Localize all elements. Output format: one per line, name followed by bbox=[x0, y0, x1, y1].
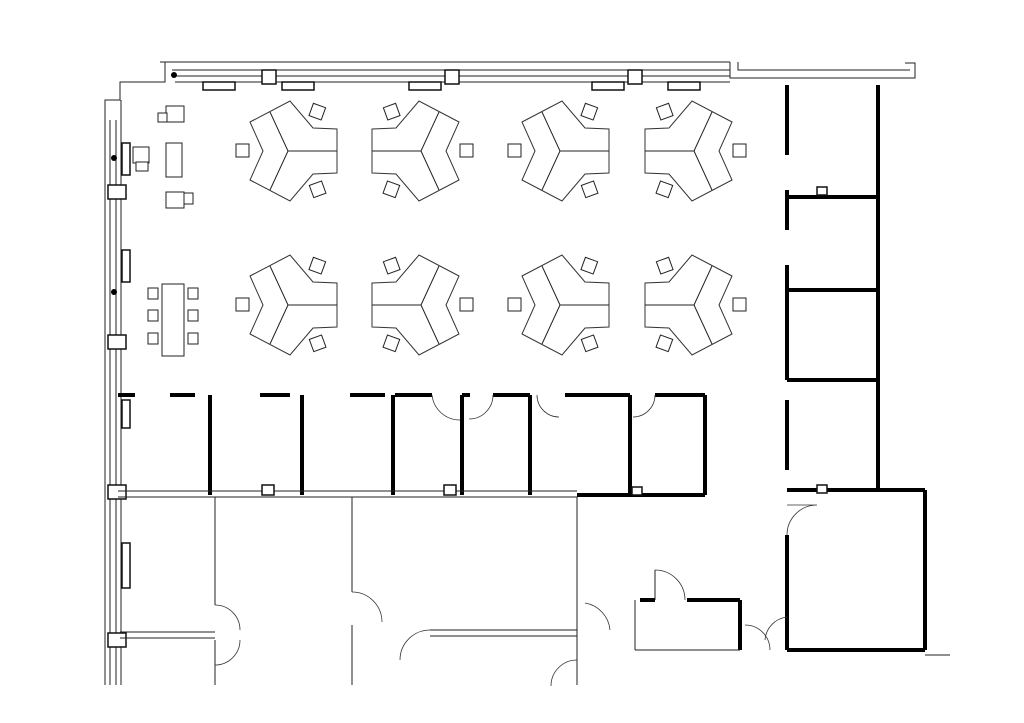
chair bbox=[382, 256, 401, 275]
workstation-pod bbox=[371, 100, 474, 202]
exterior-walls bbox=[104, 61, 916, 685]
chair bbox=[382, 180, 401, 199]
meeting-chair bbox=[147, 287, 159, 300]
meeting-chair bbox=[187, 309, 199, 322]
chair bbox=[308, 102, 327, 121]
workstation-pods bbox=[235, 100, 747, 356]
chair bbox=[732, 297, 747, 312]
chair bbox=[459, 297, 474, 312]
chair bbox=[580, 102, 599, 121]
chair bbox=[507, 143, 522, 158]
chair bbox=[308, 256, 327, 275]
workstation-pod bbox=[644, 100, 747, 202]
chair bbox=[507, 297, 522, 312]
chair bbox=[308, 180, 327, 199]
chair bbox=[655, 180, 674, 199]
chair bbox=[382, 102, 401, 121]
chair bbox=[308, 334, 327, 353]
workstation-pod bbox=[644, 254, 747, 356]
chair bbox=[235, 297, 250, 312]
chair bbox=[655, 102, 674, 121]
meeting-chair bbox=[147, 332, 159, 345]
reception-furniture bbox=[132, 105, 199, 357]
workstation-pod bbox=[507, 100, 610, 202]
meeting-chair bbox=[187, 332, 199, 345]
workstation-pod bbox=[507, 254, 610, 356]
chair bbox=[382, 334, 401, 353]
office-walls bbox=[118, 393, 707, 498]
chair bbox=[459, 143, 474, 158]
meeting-chair bbox=[187, 287, 199, 300]
chair bbox=[235, 143, 250, 158]
chair bbox=[580, 180, 599, 199]
lower-rooms bbox=[120, 497, 788, 687]
chair bbox=[580, 256, 599, 275]
workstation-pod bbox=[371, 254, 474, 356]
right-offices bbox=[785, 85, 950, 656]
chair bbox=[655, 256, 674, 275]
meeting-chair bbox=[147, 309, 159, 322]
chair bbox=[580, 334, 599, 353]
workstation-pod bbox=[235, 254, 338, 356]
chair bbox=[655, 334, 674, 353]
chair bbox=[732, 143, 747, 158]
workstation-pod bbox=[235, 100, 338, 202]
